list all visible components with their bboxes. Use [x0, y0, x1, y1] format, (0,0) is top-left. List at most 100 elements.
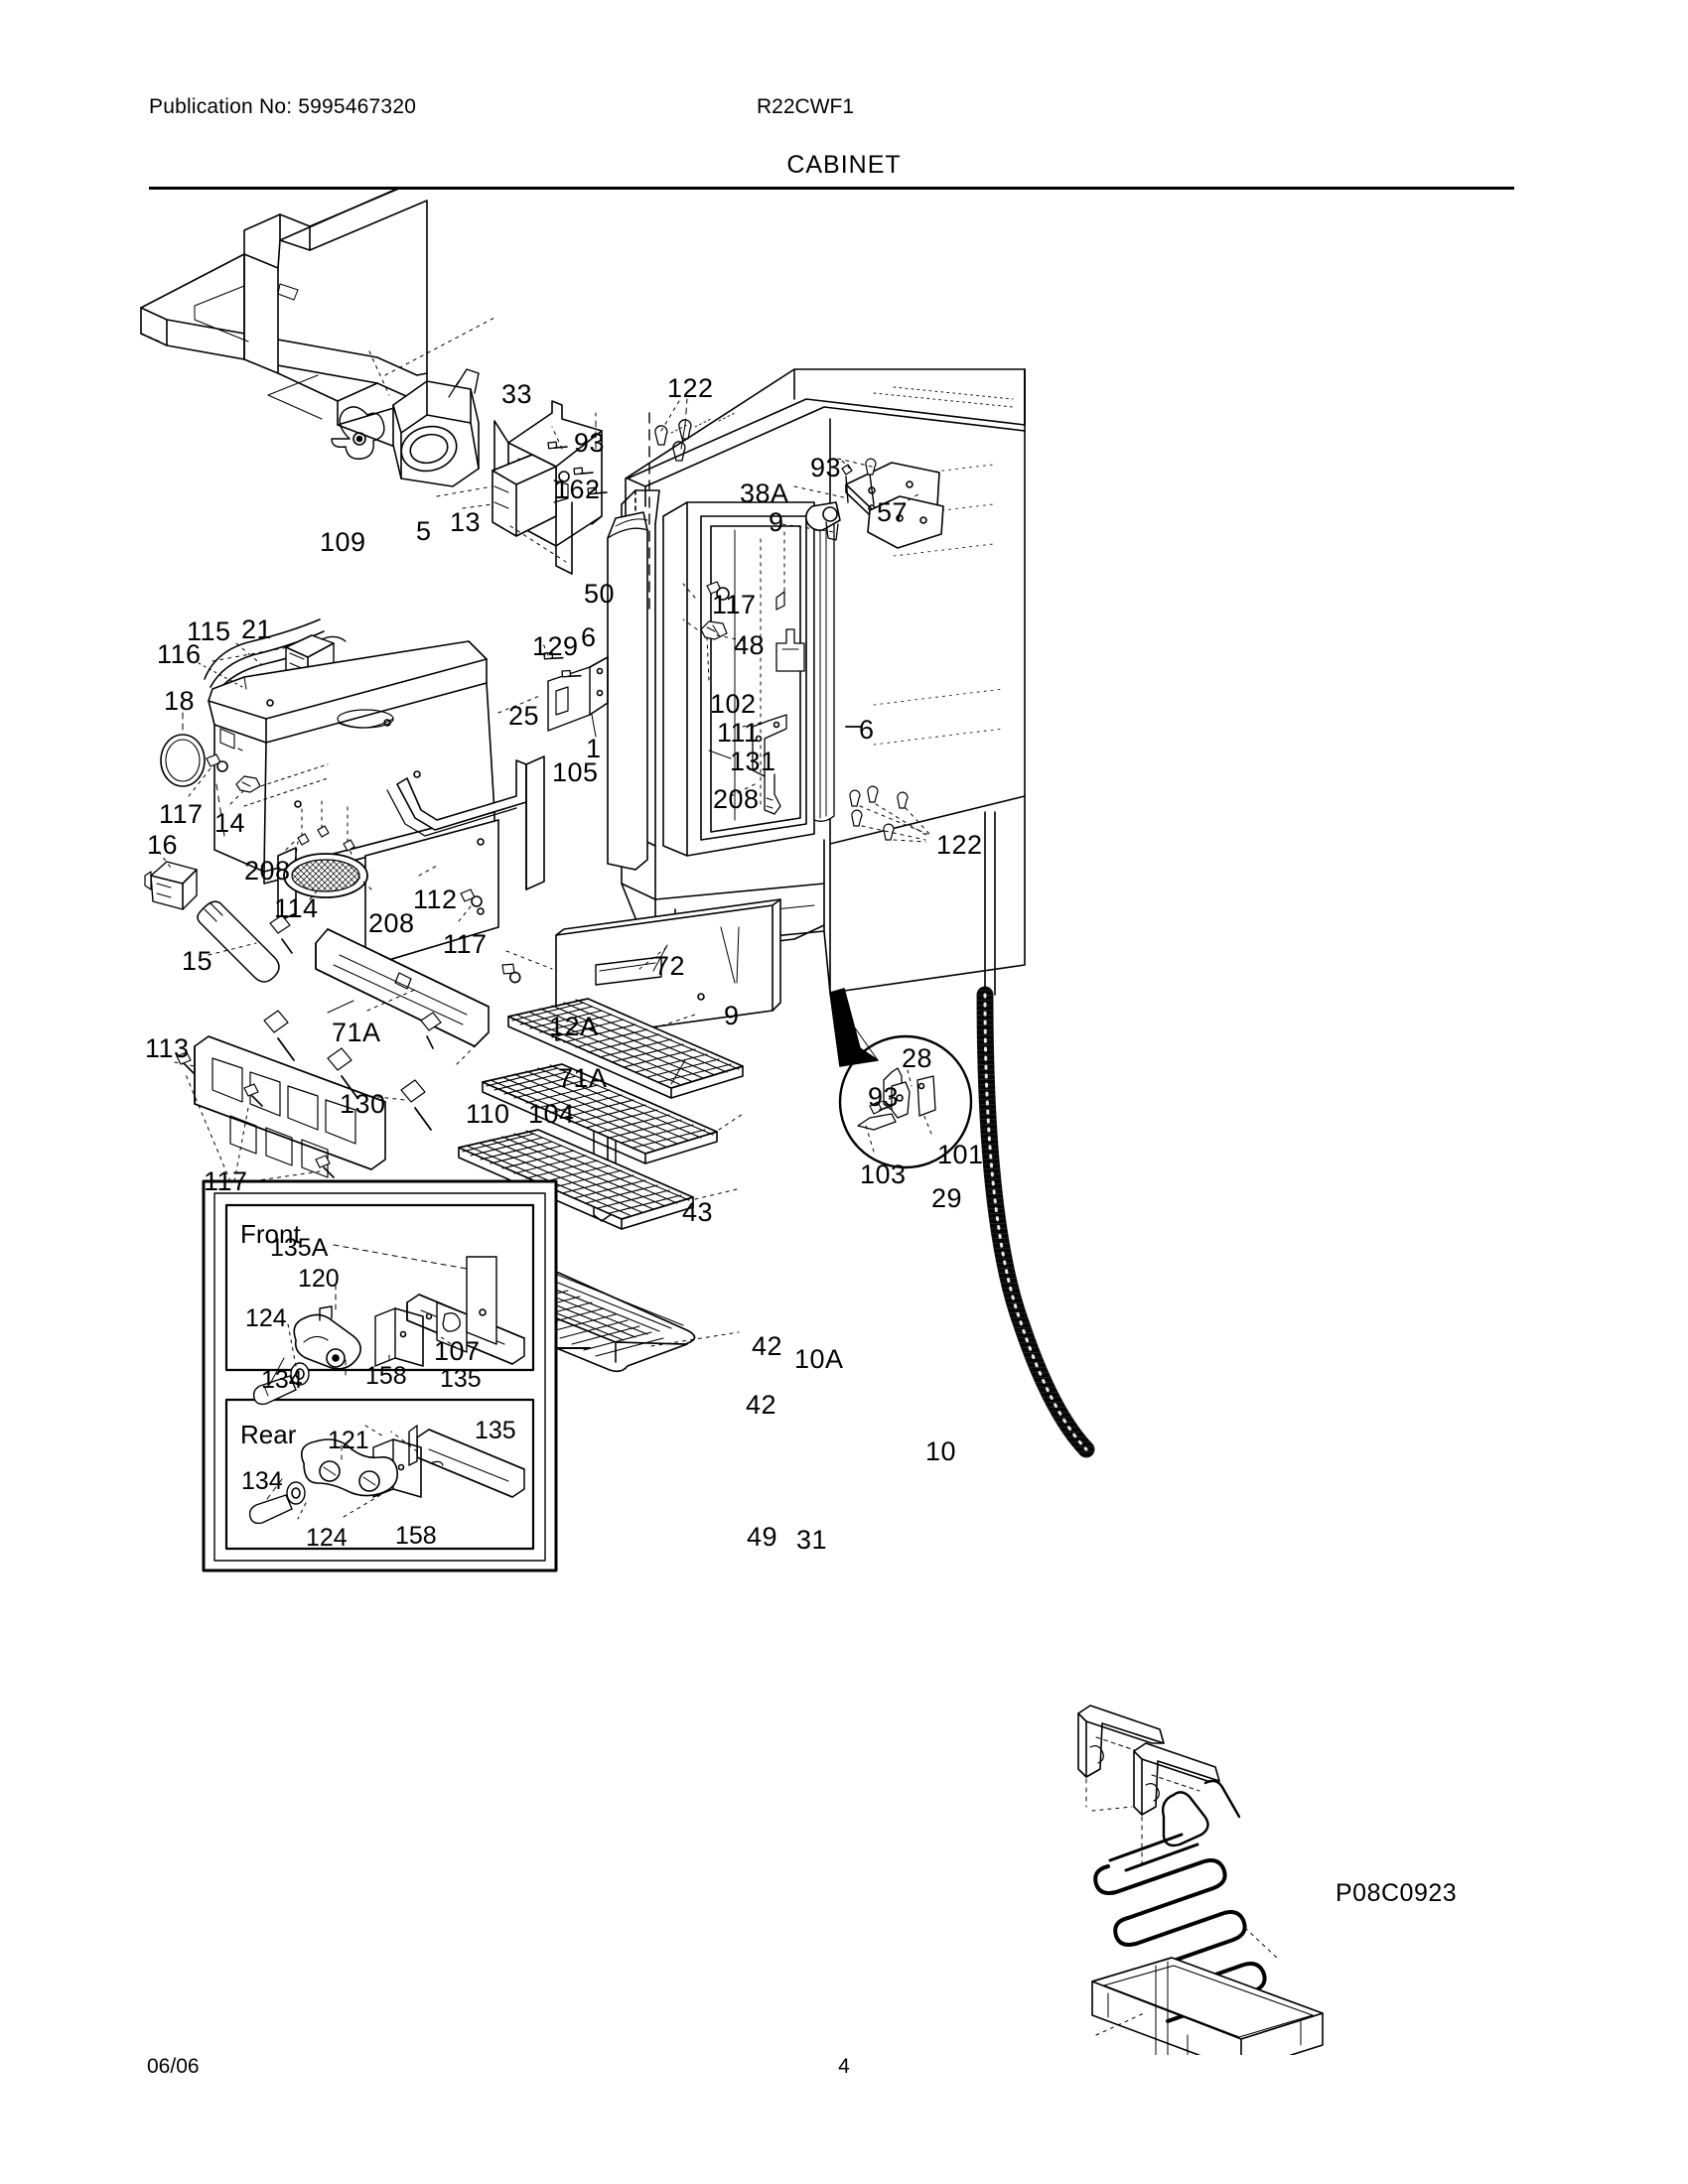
revision-date: 06/06 — [147, 2055, 200, 2078]
cabinet-exploded-drawing — [140, 189, 1324, 2055]
part-122-top-screws — [654, 419, 692, 462]
interior-small-parts — [700, 581, 805, 815]
rear-inset-drawing — [248, 1425, 525, 1525]
part-122-side-screws — [849, 785, 909, 841]
inset-front-callout-158: 158 — [365, 1362, 407, 1390]
inset-front-callout-120: 120 — [298, 1265, 340, 1293]
part-71A-screws — [269, 914, 442, 1049]
page-number: 4 — [838, 2055, 850, 2078]
part-208-screws — [297, 825, 355, 852]
inset-front-callout-135: 135 — [440, 1365, 482, 1393]
drawing-code: P08C0923 — [1336, 1879, 1458, 1907]
part-57-hinge-plate — [804, 462, 944, 549]
callout-114: 114 — [274, 893, 319, 923]
callout-117-2: 117 — [159, 799, 204, 829]
callout-93-2: 93 — [810, 453, 842, 482]
callout-18: 18 — [164, 686, 196, 716]
page-header: Publication No: 5995467320 R22CWF1 CABIN… — [0, 0, 1688, 199]
callout-103: 103 — [860, 1160, 907, 1189]
page-title: CABINET — [786, 151, 902, 179]
callout-122: 122 — [667, 373, 714, 403]
callout-115: 115 — [187, 616, 231, 646]
inset-front-callout-134: 134 — [261, 1366, 303, 1394]
callout-130: 130 — [340, 1089, 386, 1119]
callout-102: 102 — [710, 689, 757, 719]
inset-front-callout-135A: 135A — [270, 1234, 329, 1262]
callout-10A: 10A — [794, 1344, 844, 1374]
callout-122-2: 122 — [936, 830, 983, 860]
inset-box-107 — [202, 1179, 591, 1572]
cover-assembly-shape — [204, 618, 545, 968]
parts-diagram: 33 122 93 93 162 38A 57 13 5 9 109 50 11… — [0, 189, 1688, 2055]
inset-rear-callout-121: 121 — [328, 1427, 369, 1454]
callout-28: 28 — [902, 1043, 933, 1073]
callout-31: 31 — [796, 1525, 828, 1555]
callout-48: 48 — [734, 630, 766, 660]
callout-43: 43 — [682, 1197, 714, 1227]
callout-93-3: 93 — [868, 1082, 900, 1112]
callout-162: 162 — [554, 475, 601, 504]
callout-9-2: 9 — [724, 1001, 740, 1030]
title-divider — [149, 187, 1514, 190]
callout-208-2: 208 — [244, 856, 291, 886]
callout-13: 13 — [450, 507, 482, 537]
inset-front-title: Front — [240, 1219, 301, 1249]
callout-6: 6 — [581, 622, 597, 652]
part-130-screws — [263, 1010, 432, 1131]
detail-circle — [829, 988, 973, 1169]
callout-38A: 38A — [740, 478, 789, 508]
part-1-bracket — [547, 656, 609, 732]
part-15-bulb — [197, 900, 280, 983]
part-10A-brackets — [1077, 1705, 1220, 1816]
callout-16: 16 — [147, 830, 179, 860]
callout-104: 104 — [528, 1099, 575, 1129]
callout-29: 29 — [931, 1183, 963, 1213]
inset-rear-callout-124: 124 — [306, 1524, 348, 1552]
callout-33: 33 — [501, 379, 533, 409]
callout-14: 14 — [214, 808, 246, 838]
part-16-socket — [144, 861, 198, 910]
callout-49: 49 — [747, 1522, 778, 1552]
callout-15: 15 — [182, 946, 213, 976]
inset-rear-callout-134: 134 — [241, 1467, 283, 1495]
callout-57: 57 — [877, 497, 909, 527]
callout-111: 111 — [717, 718, 760, 748]
model-number: R22CWF1 — [757, 95, 855, 118]
inset-rear-callout-158: 158 — [395, 1522, 437, 1550]
callout-110: 110 — [466, 1099, 510, 1129]
callout-129: 129 — [532, 631, 579, 661]
part-31-drain-pan — [1091, 1957, 1324, 2055]
inset-rear-title: Rear — [240, 1420, 297, 1449]
callout-105: 105 — [552, 757, 599, 787]
part-117-lower-screws — [176, 1051, 335, 1178]
callout-109: 109 — [320, 527, 366, 557]
callout-112: 112 — [413, 885, 458, 914]
callout-10: 10 — [925, 1436, 957, 1466]
part-114-filter — [283, 853, 368, 898]
part-93-hinge-screws — [841, 458, 877, 505]
callout-116: 116 — [157, 639, 202, 669]
part-109-shape — [392, 368, 480, 487]
callout-25: 25 — [508, 701, 540, 731]
callout-107: 107 — [434, 1336, 481, 1366]
callout-117: 117 — [712, 590, 757, 619]
part-13-motor-bracket — [492, 400, 603, 575]
callout-42-2: 42 — [746, 1390, 777, 1420]
front-inset-drawing — [252, 1256, 525, 1406]
inset-front-callout-124: 124 — [245, 1304, 287, 1332]
callout-72: 72 — [654, 951, 686, 981]
callout-117-3: 117 — [443, 929, 488, 959]
inset-rear-callout-135: 135 — [475, 1417, 516, 1444]
callout-1: 1 — [586, 734, 602, 763]
shelf-42-upper — [482, 1063, 718, 1164]
callout-21: 21 — [241, 614, 273, 644]
part-72-panel — [555, 898, 781, 1041]
callout-42: 42 — [752, 1331, 783, 1361]
callout-117-4: 117 — [204, 1166, 248, 1196]
callout-113: 113 — [145, 1033, 190, 1063]
callout-6-2: 6 — [859, 715, 875, 745]
part-113-grille — [194, 1035, 386, 1178]
part-29-water-line — [976, 811, 1095, 1458]
publication-number: Publication No: 5995467320 — [149, 95, 417, 118]
callout-9: 9 — [769, 507, 784, 537]
